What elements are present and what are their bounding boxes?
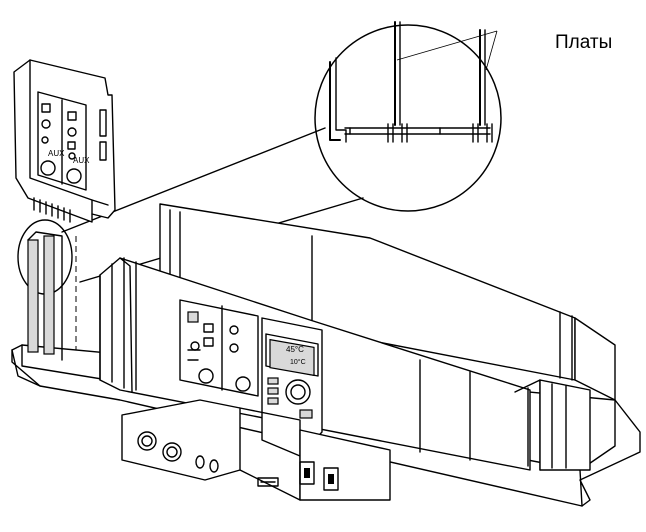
callout-label: Платы bbox=[555, 32, 612, 53]
aux-label-bottom: AUX bbox=[73, 156, 90, 165]
front-control-module bbox=[179, 299, 259, 397]
display-unit: 45°C 10°C bbox=[261, 317, 323, 457]
display-temp-bottom: 10°C bbox=[290, 358, 306, 366]
aux-label-top: AUX bbox=[48, 149, 65, 158]
lower-front-box bbox=[121, 399, 391, 501]
plugin-module: AUX AUX bbox=[13, 59, 116, 223]
display-temp-top: 45°C bbox=[286, 345, 304, 354]
magnifier-detail bbox=[314, 21, 502, 212]
